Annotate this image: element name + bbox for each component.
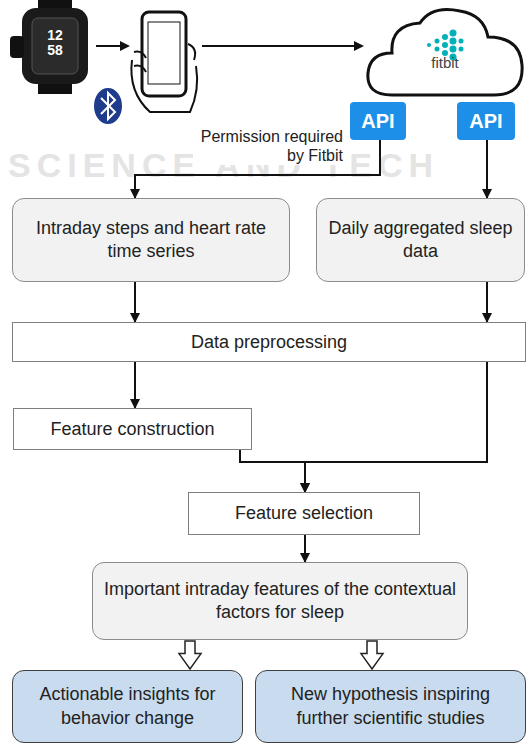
- api-box: API: [457, 102, 515, 140]
- flow-arrow: [486, 282, 488, 322]
- process-box: Data preprocessing: [12, 322, 526, 362]
- process-box: Feature selection: [188, 492, 420, 535]
- node-text: Data preprocessing: [191, 332, 347, 353]
- node-text: API: [469, 110, 502, 133]
- cloud-outline: [362, 3, 528, 101]
- flow-arrow: [305, 362, 487, 492]
- block-arrow: [179, 641, 201, 669]
- node-text: New hypothesis inspiring further scienti…: [264, 683, 517, 730]
- node-text: Feature selection: [235, 503, 373, 524]
- flow-arrow: [486, 140, 488, 198]
- edge-label: Permission required by Fitbit: [193, 127, 343, 165]
- flow-arrow: [240, 450, 305, 492]
- data-box: Intraday steps and heart rate time serie…: [12, 198, 290, 282]
- node-text: Feature construction: [50, 419, 214, 440]
- node-text: API: [361, 110, 394, 133]
- node-text: Actionable insights for behavior change: [21, 683, 234, 730]
- outcome-box: New hypothesis inspiring further scienti…: [255, 670, 526, 743]
- fitness-band: [10, 0, 88, 94]
- node-text: Important intraday features of the conte…: [103, 578, 457, 625]
- node-text: Daily aggregated sleep data: [327, 217, 514, 264]
- data-box: Daily aggregated sleep data: [316, 198, 525, 282]
- node-text: fitbit: [431, 54, 459, 71]
- outcome-box: Actionable insights for behavior change: [12, 670, 243, 743]
- bluetooth-icon: [94, 88, 122, 124]
- flow-arrow: [134, 282, 136, 322]
- watch-time: 12 58: [40, 28, 70, 59]
- smartphone: [131, 12, 197, 112]
- block-arrow: [361, 641, 383, 669]
- node-text: Intraday steps and heart rate time serie…: [23, 217, 279, 264]
- process-box: Feature construction: [13, 408, 252, 450]
- flow-arrow: [304, 535, 306, 562]
- flow-arrow: [134, 362, 136, 408]
- result-box: Important intraday features of the conte…: [92, 562, 468, 640]
- cloud-service: fitbit: [362, 3, 528, 101]
- api-box: API: [350, 102, 406, 140]
